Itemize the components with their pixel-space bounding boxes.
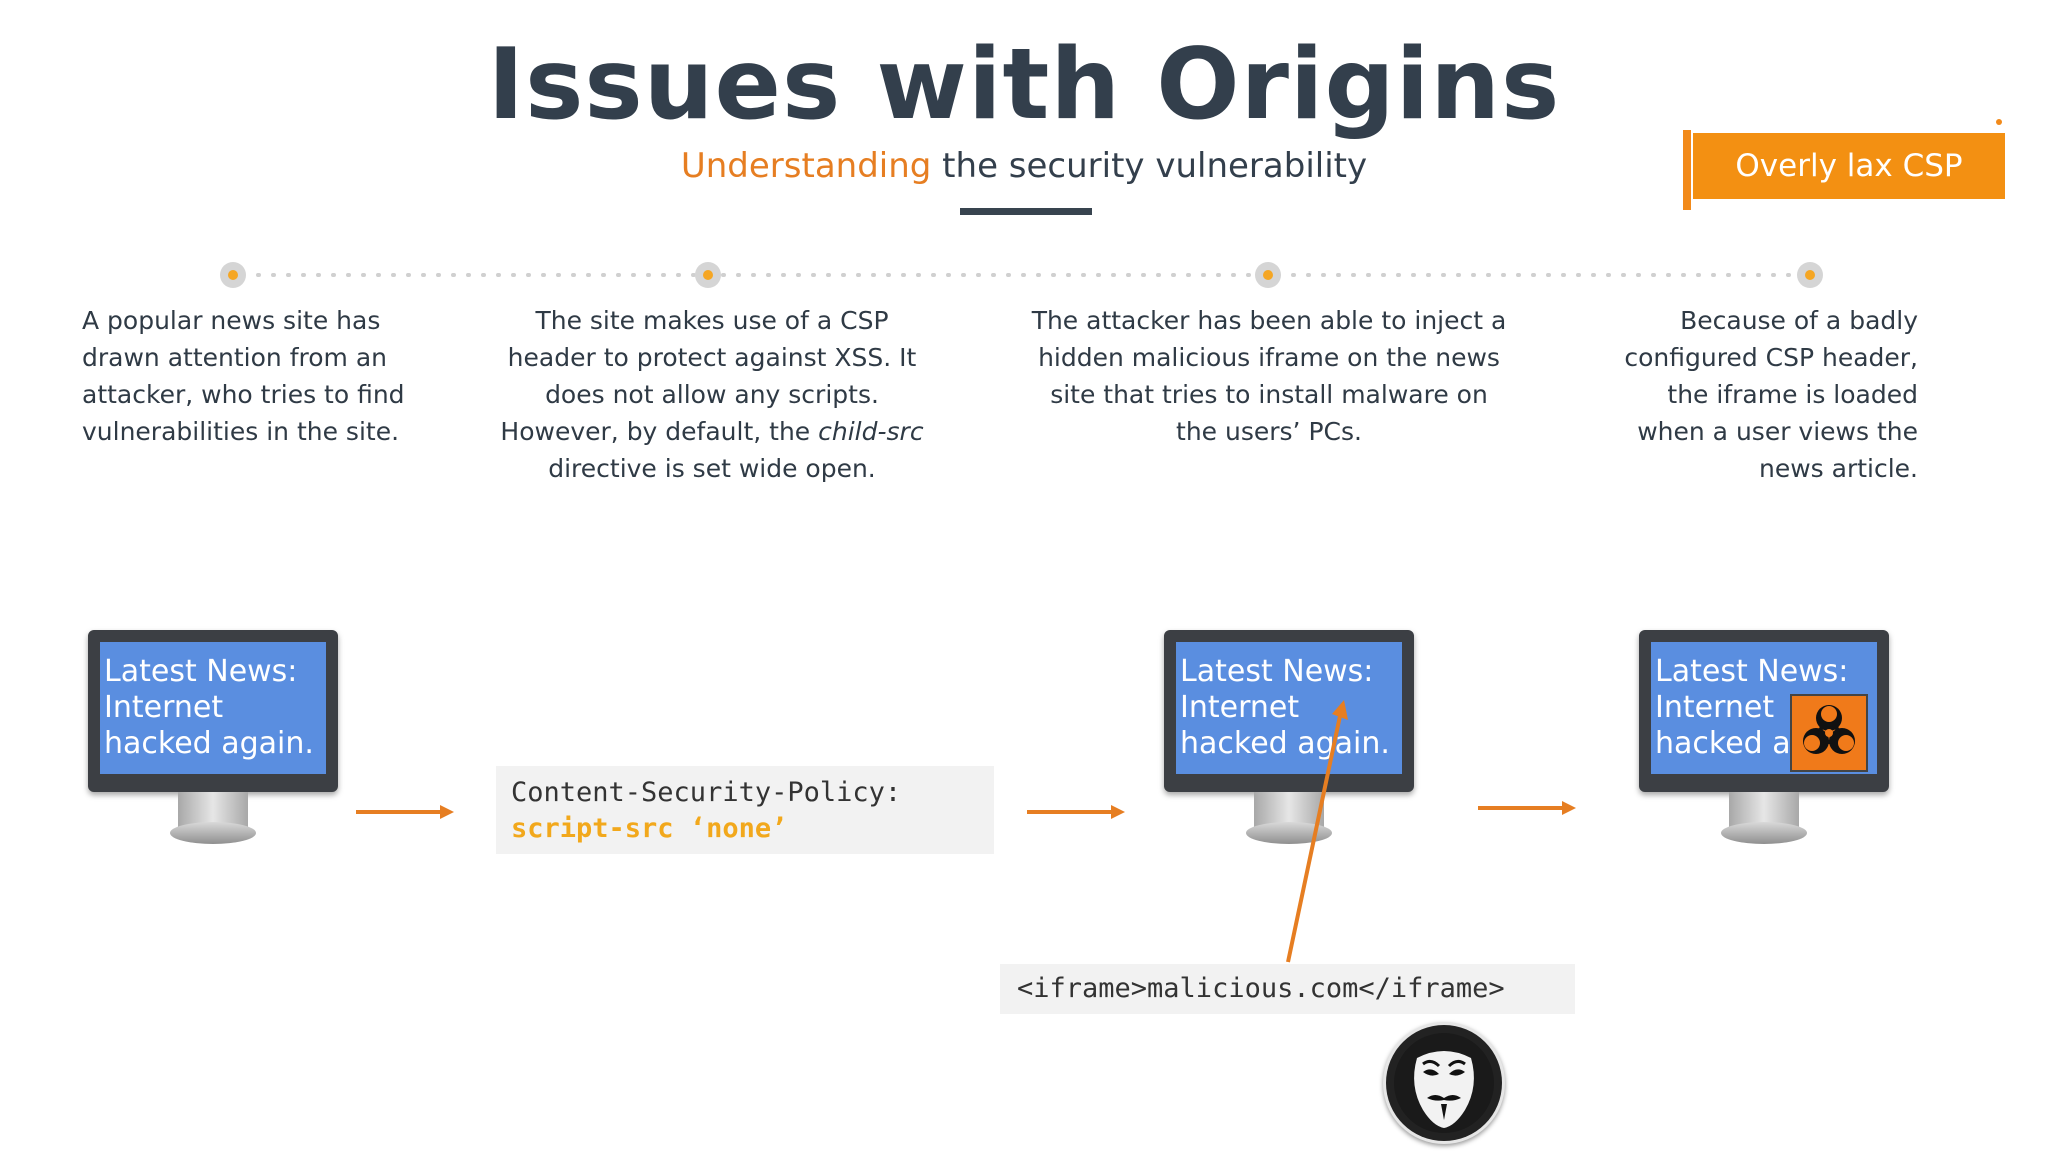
monitor-screen: Latest News: Internet hacked again. bbox=[1176, 642, 1402, 774]
page-subtitle: Understanding the security vulnerability bbox=[0, 146, 2048, 186]
screen-line: Internet bbox=[104, 690, 224, 725]
screen-line: Internet bbox=[1180, 690, 1300, 725]
injection-arrow bbox=[1286, 700, 1348, 963]
section-tag: Overly lax CSP bbox=[1693, 133, 2005, 199]
screen-line: Latest News: bbox=[1180, 654, 1374, 689]
step-2-text-after: directive is set wide open. bbox=[548, 454, 876, 483]
title-underline bbox=[960, 208, 1092, 215]
iframe-code: <iframe>malicious.com</iframe> bbox=[1017, 973, 1505, 1004]
timeline-dot bbox=[1255, 262, 1281, 288]
step-2-text: The site makes use of a CSP header to pr… bbox=[492, 302, 932, 487]
child-src-term: child-src bbox=[818, 417, 924, 446]
page-title: Issues with Origins bbox=[487, 28, 1561, 142]
flow-arrow bbox=[1478, 801, 1576, 815]
timeline-dot bbox=[695, 262, 721, 288]
monitor-frame: Latest News: Internet hacked again. bbox=[88, 630, 338, 792]
monitor-base bbox=[1721, 822, 1807, 844]
monitor-news-site: Latest News: Internet hacked again. bbox=[88, 630, 338, 860]
tag-accent-bar bbox=[1683, 130, 1691, 210]
subtitle-rest: the security vulnerability bbox=[931, 146, 1368, 186]
monitor-injected-site: Latest News: Internet hacked again. bbox=[1164, 630, 1414, 860]
monitor-base bbox=[170, 822, 256, 844]
timeline-dot bbox=[1797, 262, 1823, 288]
screen-line: hacked again. bbox=[104, 726, 314, 761]
csp-header-value: script-src ‘none’ bbox=[511, 813, 788, 844]
flow-arrow bbox=[1027, 805, 1125, 819]
timeline-dot bbox=[220, 262, 246, 288]
monitor-base bbox=[1246, 822, 1332, 844]
monitor-screen: Latest News: Internet hacked again. bbox=[100, 642, 326, 774]
screen-line: Latest News: bbox=[1655, 654, 1849, 689]
tag-corner-dot bbox=[1996, 119, 2002, 125]
step-2-text-before: The site makes use of a CSP header to pr… bbox=[500, 306, 917, 446]
screen-line: hacked again. bbox=[1180, 726, 1390, 761]
subtitle-highlight: Understanding bbox=[680, 146, 932, 186]
screen-line: Internet bbox=[1655, 690, 1775, 725]
screen-line: Latest News: bbox=[104, 654, 298, 689]
anonymous-mask-icon bbox=[1383, 1022, 1505, 1144]
csp-header-name: Content-Security-Policy: bbox=[511, 777, 902, 808]
csp-header-box: Content-Security-Policy: script-src ‘non… bbox=[496, 766, 994, 854]
step-3-text: The attacker has been able to inject a h… bbox=[1031, 306, 1507, 446]
screen-line: hacked ag bbox=[1655, 726, 1810, 761]
monitor-frame: Latest News: Internet hacked again. bbox=[1164, 630, 1414, 792]
tag-corner-dot bbox=[1684, 130, 1690, 136]
biohazard-icon bbox=[1790, 694, 1868, 772]
step-4-text: Because of a badly configured CSP header… bbox=[1624, 306, 1918, 483]
timeline bbox=[256, 273, 1798, 277]
step-1-text: A popular news site has drawn attention … bbox=[82, 306, 405, 446]
malicious-iframe-box: <iframe>malicious.com</iframe> bbox=[1000, 964, 1575, 1014]
flow-arrow bbox=[356, 805, 454, 819]
